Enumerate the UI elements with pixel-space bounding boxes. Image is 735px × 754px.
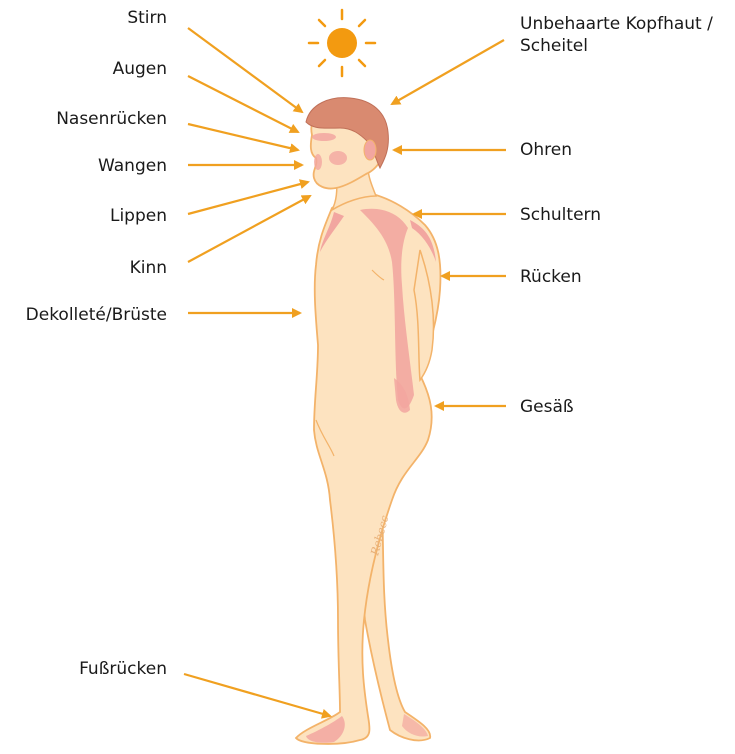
body-figure [296, 98, 440, 744]
label-ohren: Ohren [520, 139, 572, 161]
label-gesaess: Gesäß [520, 396, 574, 418]
label-nasenruecken: Nasenrücken [56, 108, 167, 130]
label-dekollete: Dekolleté/Brüste [26, 304, 167, 326]
label-wangen: Wangen [98, 155, 167, 177]
arrow-fussruecken [184, 674, 330, 716]
arrow-lippen [188, 182, 308, 214]
label-ruecken: Rücken [520, 266, 582, 288]
label-fussruecken: Fußrücken [79, 658, 167, 680]
label-kinn: Kinn [130, 257, 167, 279]
label-lippen: Lippen [110, 205, 167, 227]
arrow-stirn [188, 28, 302, 112]
arrow-nasenruecken [188, 124, 298, 150]
sun-icon [309, 10, 375, 76]
arrow-augen [188, 76, 298, 132]
label-schultern: Schultern [520, 204, 601, 226]
label-augen: Augen [113, 58, 167, 80]
arrow-kinn [188, 196, 310, 262]
label-stirn: Stirn [127, 7, 167, 29]
label-kopfhaut-line2: Scheitel [520, 35, 588, 57]
label-kopfhaut-line1: Unbehaarte Kopfhaut / [520, 13, 713, 35]
arrow-kopfhaut [392, 40, 504, 104]
